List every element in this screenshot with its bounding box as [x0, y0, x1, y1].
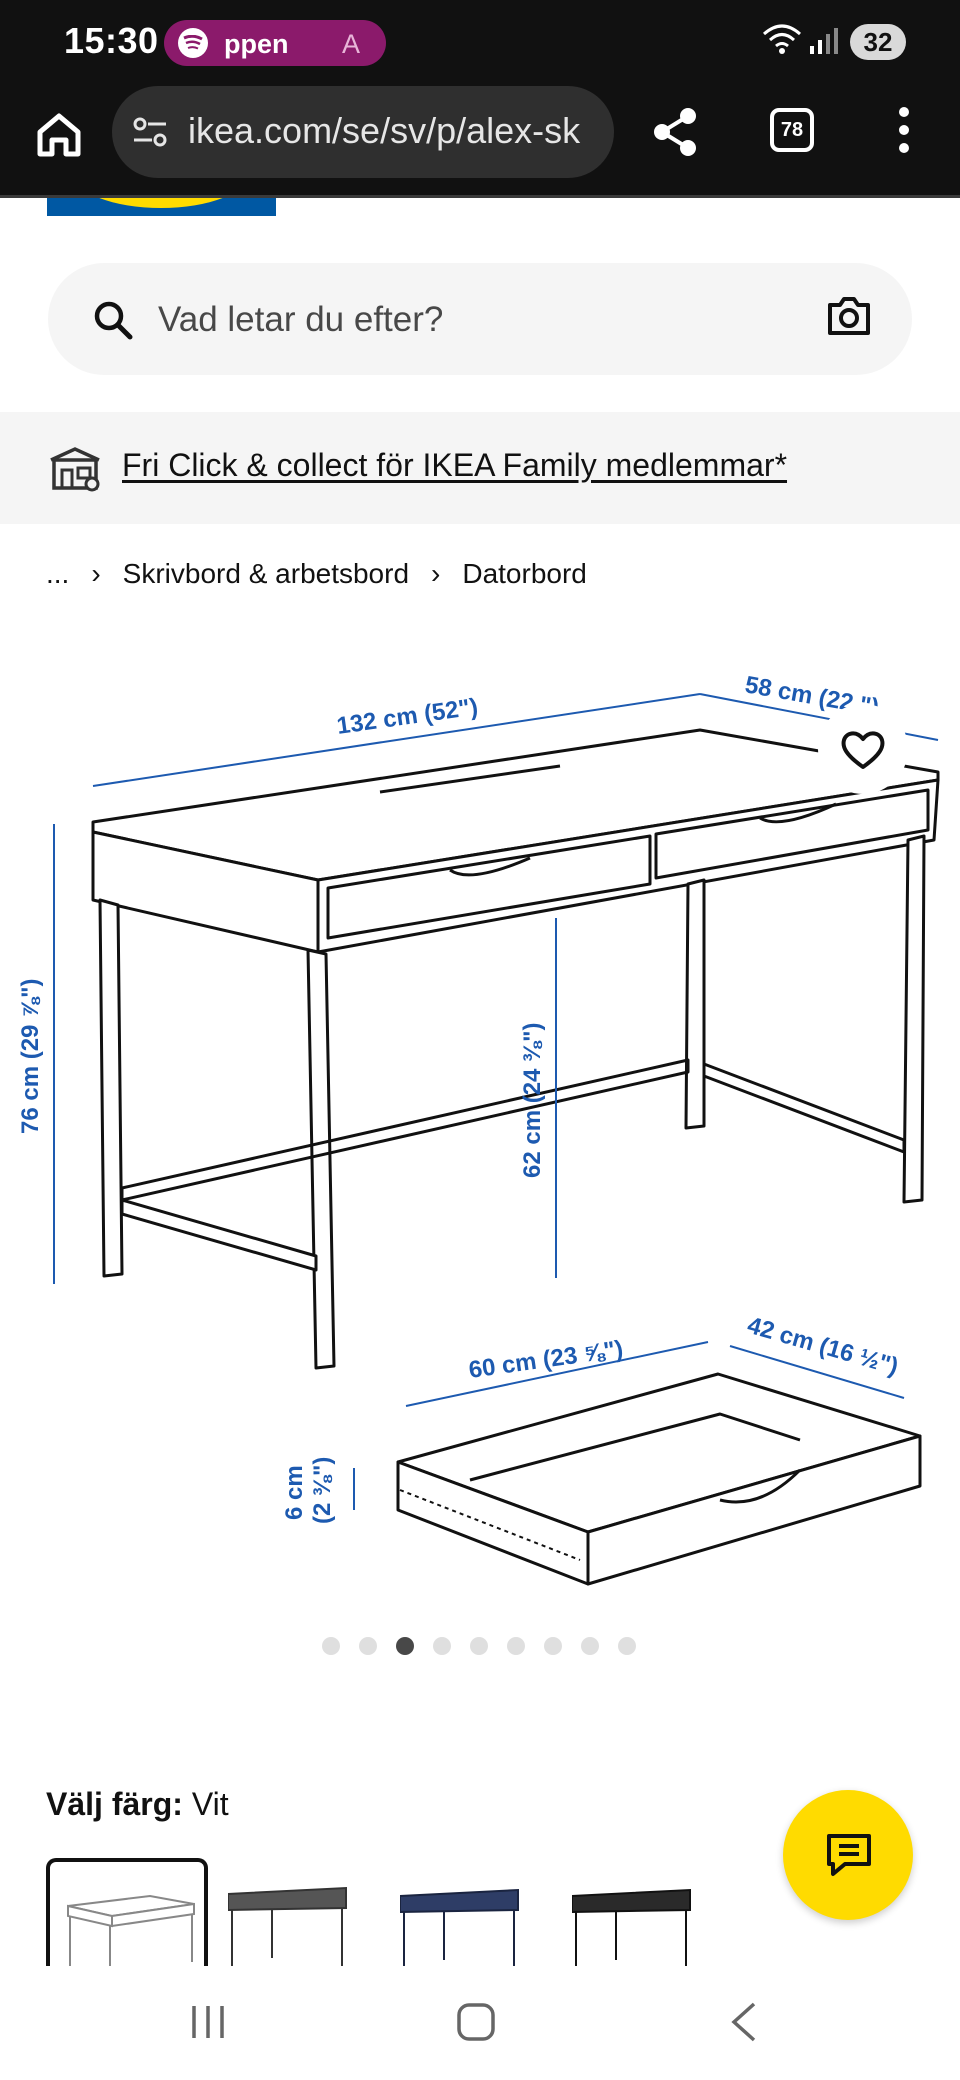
camera-icon[interactable] [826, 295, 872, 342]
dimension-under-clearance: 62 cm (24 ⅜") [519, 1023, 546, 1178]
click-collect-link[interactable]: Fri Click & collect för IKEA Family medl… [122, 447, 788, 483]
carousel-dot[interactable] [322, 1637, 340, 1655]
carousel-dot[interactable] [581, 1637, 599, 1655]
color-selected-value: Vit [191, 1786, 229, 1822]
spotify-icon [178, 28, 208, 58]
breadcrumb: ... › Skrivbord & arbetsbord › Datorbord [46, 558, 587, 590]
breadcrumb-item-skrivbord[interactable]: Skrivbord & arbetsbord [122, 558, 410, 589]
tab-switcher-button[interactable]: 78 [770, 108, 814, 152]
product-dimension-drawing[interactable]: 132 cm (52") 58 cm (22 ") 76 cm (29 ⅞") … [0, 610, 960, 1600]
swatch-white[interactable] [46, 1858, 208, 1968]
home-nav-icon[interactable] [456, 2002, 496, 2047]
browser-toolbar: ikea.com/se/sv/p/alex-sk 78 [0, 86, 960, 198]
back-icon[interactable] [730, 2002, 758, 2047]
home-icon[interactable] [32, 108, 86, 162]
store-icon [48, 446, 102, 497]
more-menu-icon[interactable] [898, 106, 910, 159]
breadcrumb-item-datorbord[interactable]: Datorbord [462, 558, 587, 589]
swatch-dark-grey[interactable] [228, 1858, 390, 1968]
url-bar[interactable]: ikea.com/se/sv/p/alex-sk [112, 86, 614, 178]
color-swatches [46, 1858, 926, 1968]
search-input[interactable]: Vad letar du efter? [158, 300, 444, 339]
dimension-width: 132 cm (52") [335, 693, 479, 740]
carousel-dot[interactable] [618, 1637, 636, 1655]
recent-apps-icon[interactable] [190, 2004, 226, 2045]
site-settings-icon[interactable] [132, 116, 168, 153]
dimension-drawer-height-in: (2 ⅜") [309, 1457, 336, 1524]
favorite-button[interactable] [818, 704, 908, 794]
notification-text: ppen [224, 29, 289, 59]
status-bar: 15:30 ppen A 32 [0, 0, 960, 86]
search-icon [92, 299, 134, 346]
dimension-drawer-depth: 42 cm (16 ½") [744, 1312, 901, 1381]
carousel-dot[interactable] [507, 1637, 525, 1655]
chat-button[interactable] [783, 1790, 913, 1920]
color-label-prefix: Välj färg: [46, 1786, 183, 1822]
wifi-icon [762, 22, 802, 61]
status-time: 15:30 [64, 20, 159, 61]
dimension-drawer-height-cm: 6 cm [281, 1465, 308, 1520]
url-text: ikea.com/se/sv/p/alex-sk [188, 110, 581, 151]
carousel-dot[interactable] [433, 1637, 451, 1655]
battery-indicator: 32 [850, 24, 906, 60]
breadcrumb-ellipsis[interactable]: ... [46, 558, 70, 589]
click-collect-banner: Fri Click & collect för IKEA Family medl… [0, 412, 960, 524]
search-bar[interactable]: Vad letar du efter? [48, 263, 912, 375]
notification-suffix: A [342, 29, 361, 59]
ikea-logo[interactable] [47, 198, 276, 216]
system-navbar [0, 1966, 960, 2080]
swatch-blue[interactable] [400, 1858, 562, 1968]
color-picker-label: Välj färg: Vit [46, 1786, 229, 1823]
carousel-dot[interactable] [359, 1637, 377, 1655]
signal-icon [808, 26, 838, 61]
carousel-dots [322, 1637, 636, 1655]
chevron-right-icon: › [91, 558, 101, 589]
carousel-dot-active[interactable] [396, 1637, 414, 1655]
chevron-right-icon: › [431, 558, 441, 589]
carousel-dot[interactable] [470, 1637, 488, 1655]
notification-pill[interactable]: ppen A [164, 20, 386, 66]
swatch-black[interactable] [572, 1858, 734, 1968]
dimension-height: 76 cm (29 ⅞") [17, 979, 44, 1134]
carousel-dot[interactable] [544, 1637, 562, 1655]
share-icon[interactable] [650, 106, 700, 163]
